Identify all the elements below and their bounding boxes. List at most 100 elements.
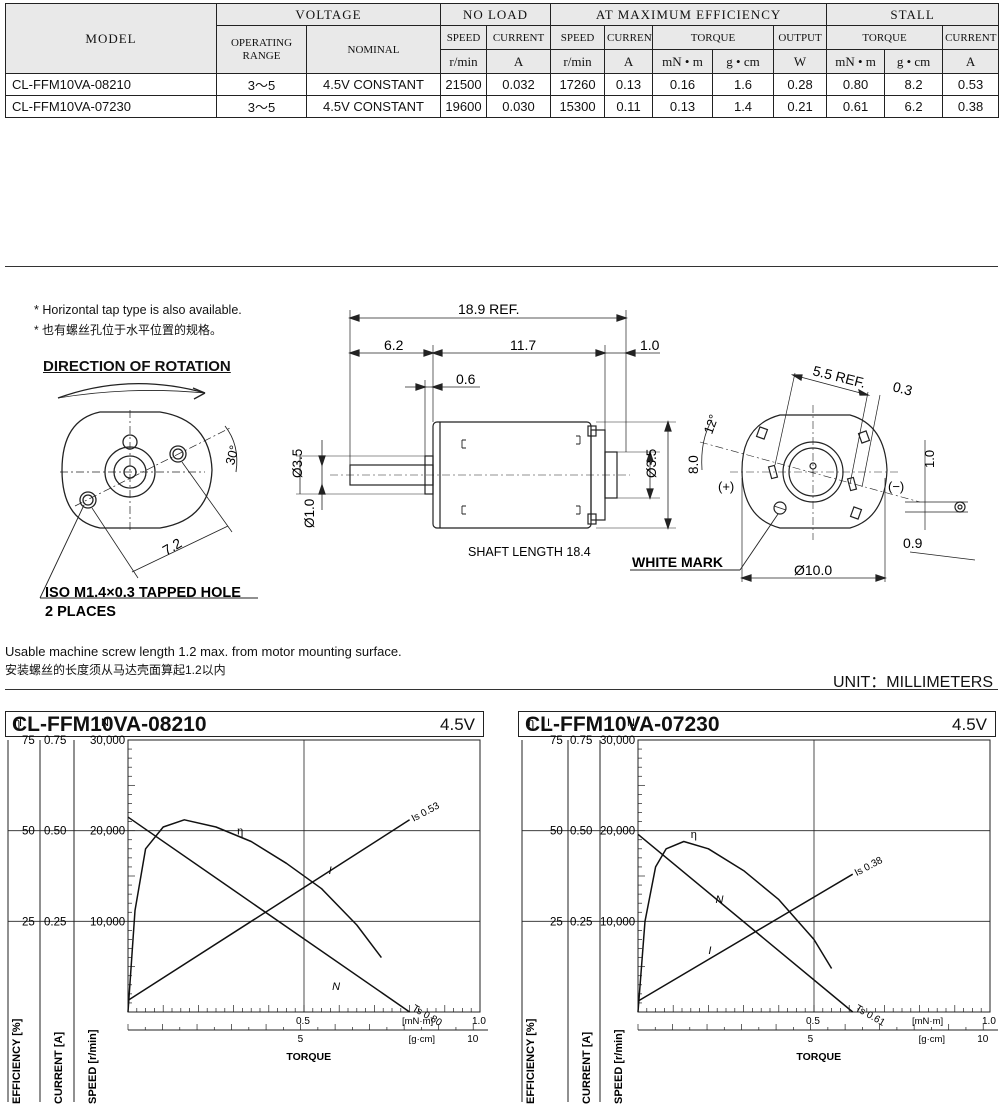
x-tick-label: 0.5 <box>296 1016 310 1027</box>
operating-range-line2: RANGE <box>242 49 281 62</box>
current-tick-label: 0.75 <box>44 735 66 747</box>
chart-title-box: CL-FFM10VA-08210 4.5V <box>5 711 484 737</box>
speed-tick-label: 30,000 <box>90 735 125 747</box>
cell-st-torque-mn: 0.61 <box>826 95 886 118</box>
efficiency-axis-head: η <box>14 717 20 729</box>
dim-0-3-label: 0.3 <box>891 378 914 398</box>
cell-me-torque-g: 1.4 <box>712 95 775 118</box>
gcm-tick-label: 5 <box>298 1034 304 1045</box>
nl-current-header: CURRENT <box>485 25 552 50</box>
unit-torque-mn: mN • m <box>652 49 714 74</box>
cell-model: CL-FFM10VA-07230 <box>5 95 217 118</box>
me-torque-header: TORQUE <box>652 25 775 50</box>
direction-of-rotation-label: DIRECTION OF ROTATION <box>43 358 231 375</box>
model-header: MODEL <box>5 3 217 74</box>
cell-me-current: 0.13 <box>604 73 654 96</box>
plus-terminal-label: (+) <box>718 479 734 494</box>
chart-title-box: CL-FFM10VA-07230 4.5V <box>518 711 996 737</box>
gcm-unit-label: [g·cm] <box>409 1034 435 1045</box>
stall-current-label: Is 0.53 <box>410 800 442 824</box>
cell-nl-current: 0.032 <box>485 73 552 96</box>
current-line <box>127 819 411 1002</box>
me-speed-header: SPEED <box>550 25 606 50</box>
efficiency-axis-label: EFFICIENCY [%] <box>11 1018 23 1104</box>
cell-me-speed: 15300 <box>550 95 606 118</box>
chart-model-title: CL-FFM10VA-08210 <box>12 713 207 736</box>
efficiency-curve <box>127 819 382 1013</box>
usable-screw-note: Usable machine screw length 1.2 max. fro… <box>5 644 402 659</box>
current-tick-label: 0.25 <box>44 916 66 928</box>
table-row: CL-FFM10VA-07230 3～5 4.5V CONSTANT 19600… <box>5 95 1000 118</box>
note-horizontal-tap-cn: * 也有螺丝孔位于水平位置的规格。 <box>34 323 223 337</box>
current-axis-head: I <box>547 717 550 729</box>
side-view-drawing: 18.9 REF. 6.2 11.7 1.0 0.6 Ø3.5 Ø1.0 Ø3.… <box>290 301 701 559</box>
speed-curve-label: N <box>332 981 340 993</box>
cell-st-torque-g: 6.2 <box>884 95 944 118</box>
speed-tick-label: 30,000 <box>600 735 635 747</box>
stall-current-label: Is 0.38 <box>853 855 885 879</box>
dim-d1-0-label: Ø1.0 <box>302 499 317 528</box>
speed-tick-label: 10,000 <box>600 916 635 928</box>
current-tick-label: 0.50 <box>44 826 66 838</box>
dim-11-7-label: 11.7 <box>510 337 536 353</box>
unit-torque-g: g • cm <box>884 49 944 74</box>
front-view-drawing: 30° 7.2 ISO M1.4×0.3 TAPPED HOLE 2 PLACE… <box>39 382 258 620</box>
places-label: 2 PLACES <box>45 604 116 620</box>
nl-speed-header: SPEED <box>440 25 487 50</box>
current-axis-label: CURRENT [A] <box>53 1032 65 1104</box>
cell-nl-current: 0.030 <box>485 95 552 118</box>
efficiency-axis-label: EFFICIENCY [%] <box>525 1018 537 1104</box>
dim-5-5-ref-label: 5.5 REF. <box>811 362 867 391</box>
angle-30-label: 30° <box>222 444 242 467</box>
speed-curve-label: N <box>715 894 723 906</box>
gcm-tick-label: 5 <box>808 1034 814 1045</box>
x-unit-label: [mN·m] <box>402 1016 433 1027</box>
speed-axis-head: N <box>101 717 109 729</box>
current-line <box>637 873 854 1002</box>
current-curve-label: I <box>329 865 332 877</box>
current-tick-label: 0.75 <box>570 735 592 747</box>
x-tick-label: 0.5 <box>806 1016 820 1027</box>
efficiency-axis-head: η <box>528 717 534 729</box>
rear-view-drawing: 12° 5.5 REF. 0.3 (+) (−) 1.0 0.9 WHITE M… <box>630 362 976 582</box>
chart-voltage: 4.5V <box>440 715 475 734</box>
minus-terminal-label: (−) <box>888 479 904 494</box>
current-tick-label: 0.50 <box>570 826 592 838</box>
cell-me-torque-mn: 0.13 <box>652 95 714 118</box>
current-tick-label: 0.25 <box>570 916 592 928</box>
stall-header: STALL <box>826 3 1000 26</box>
unit-output: W <box>773 49 828 74</box>
gcm-unit-label: [g·cm] <box>919 1034 945 1045</box>
gcm-tick-label: 10 <box>977 1034 989 1045</box>
dim-d3-5-rear-label: Ø3.5 <box>644 449 659 478</box>
cell-me-output: 0.28 <box>773 73 828 96</box>
dim-0-9-label: 0.9 <box>903 535 923 551</box>
section-divider <box>5 266 998 267</box>
efficiency-tick-label: 50 <box>22 826 35 838</box>
current-curve-label: I <box>708 945 711 957</box>
efficiency-curve <box>637 840 833 1013</box>
efficiency-tick-label: 75 <box>550 735 563 747</box>
max-efficiency-header: AT MAXIMUM EFFICIENCY <box>550 3 828 26</box>
speed-tick-label: 20,000 <box>600 826 635 838</box>
efficiency-curve-label: η <box>237 825 243 837</box>
efficiency-tick-label: 50 <box>550 826 563 838</box>
efficiency-tick-label: 25 <box>550 916 563 928</box>
cell-nl-speed: 19600 <box>440 95 487 118</box>
dim-1-0-terminal-label: 1.0 <box>922 450 937 468</box>
st-torque-header: TORQUE <box>826 25 944 50</box>
x-axis-label: TORQUE <box>286 1051 331 1063</box>
shaft-length-label: SHAFT LENGTH 18.4 <box>468 545 591 559</box>
speed-axis-label: SPEED [r/min] <box>87 1029 99 1104</box>
cell-me-output: 0.21 <box>773 95 828 118</box>
current-axis-label: CURRENT [A] <box>581 1032 593 1104</box>
speed-axis-label: SPEED [r/min] <box>613 1029 625 1104</box>
chart-voltage: 4.5V <box>952 715 987 734</box>
speed-tick-label: 20,000 <box>90 826 125 838</box>
speed-line <box>637 833 854 1013</box>
angle-12-label: 12° <box>701 412 722 436</box>
dim-6-2-label: 6.2 <box>384 337 404 353</box>
cell-nominal: 4.5V CONSTANT <box>306 73 441 96</box>
unit-label: UNIT：MILLIMETERS <box>832 674 993 691</box>
operating-range-line1: OPERATING <box>230 36 293 49</box>
